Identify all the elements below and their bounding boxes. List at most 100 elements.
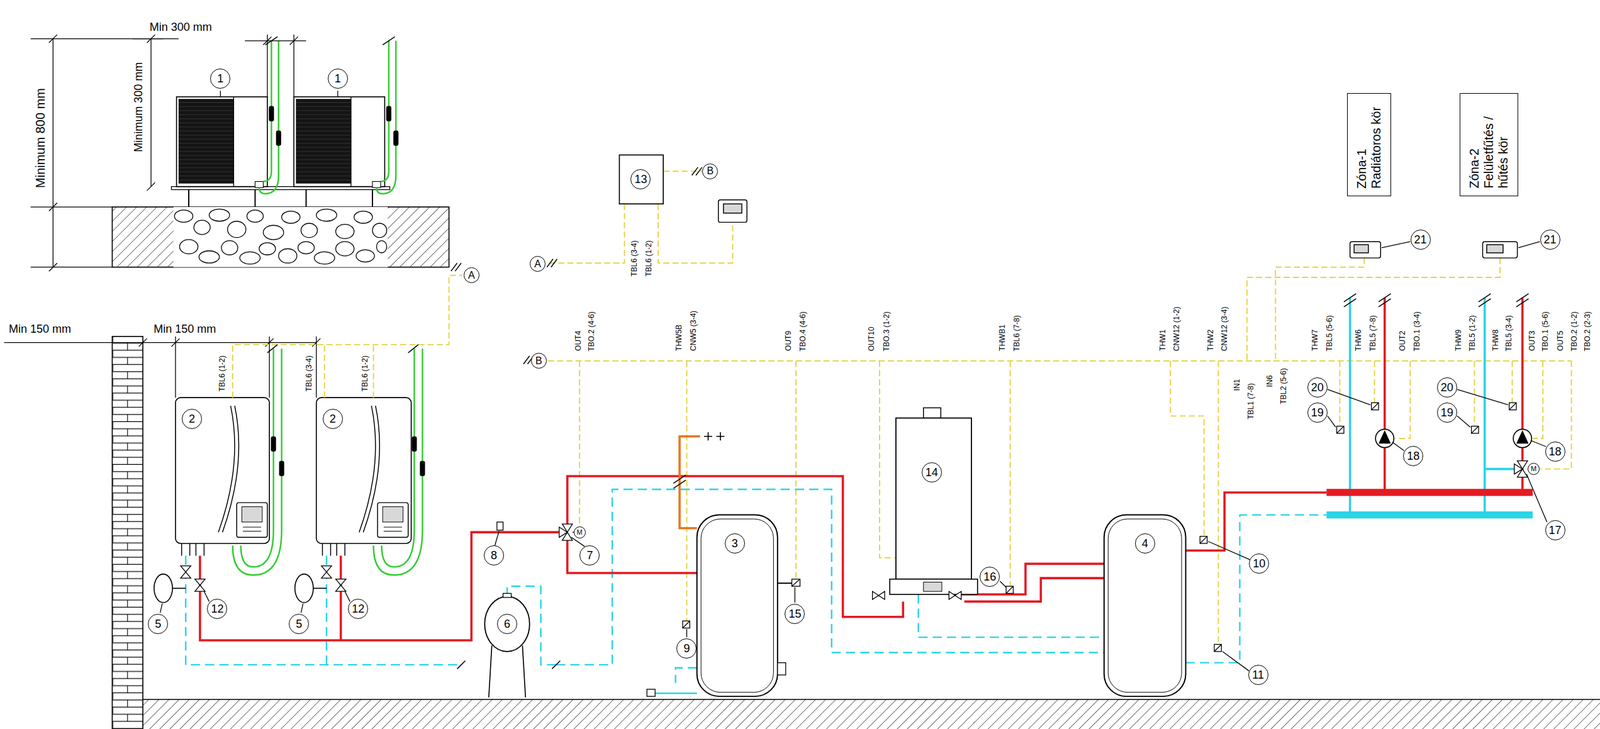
leader-line (203, 591, 350, 602)
leader-line (1381, 241, 1410, 248)
leader-line (495, 531, 499, 547)
room-thermostat (1353, 244, 1369, 253)
signal-wire (879, 361, 896, 559)
break-mark (673, 475, 686, 489)
signal-wire (232, 275, 463, 399)
signal-label: THW7 (1311, 329, 1321, 352)
pipe-insulation (411, 436, 417, 452)
temperature-sensor (1509, 402, 1517, 410)
indoor-unit (242, 527, 262, 532)
terminal-label: TBL5 (5-6) (1325, 314, 1334, 352)
callout-text: 2 (188, 413, 196, 425)
signal-label: THW8 (1491, 329, 1501, 352)
terminal-label: TBO.4 (4-6) (798, 310, 808, 352)
connection-marker: B (531, 352, 547, 369)
ground (111, 699, 1600, 701)
temperature-sensor (682, 620, 690, 628)
callout-text: 14 (925, 466, 939, 479)
dimension-text: Min 150 mm (8, 322, 72, 336)
indoor-unit (359, 405, 380, 533)
terminal-label: TBL2 (5-6) (1279, 367, 1288, 405)
return-pipe (1186, 515, 1327, 664)
callout-text: M (1530, 465, 1537, 473)
callout-text: A (534, 259, 542, 270)
signal-label: OUT10 (868, 326, 878, 353)
break-mark (1478, 293, 1491, 308)
callout-number: 1 (210, 68, 231, 89)
terminal-label: TBL6 (1-2) (218, 355, 228, 393)
signal-wire (1374, 361, 1376, 403)
outdoor-foundation (221, 240, 238, 256)
outdoor-unit (293, 96, 385, 187)
outdoor-unit (254, 181, 263, 189)
outdoor-foundation (111, 206, 449, 268)
callout-text: 13 (634, 173, 647, 185)
callout-text: 21 (1414, 234, 1427, 246)
callout-text: M (576, 529, 583, 537)
dimension-text: Min 150 mm (152, 322, 217, 336)
outdoor-foundation (316, 208, 337, 221)
terminal-label: TBO.1 (3-4) (1413, 310, 1422, 352)
callout-text: B (535, 356, 543, 367)
callout-text: 7 (586, 549, 593, 562)
signal-wire (686, 361, 688, 621)
leader-line (686, 629, 688, 638)
break-mark (1343, 293, 1356, 308)
return-pipe-zone (1326, 511, 1533, 519)
callout-number: 20 (1307, 377, 1328, 398)
indoor-unit (181, 543, 345, 556)
ground (142, 699, 1600, 729)
temperature-sensor (1199, 536, 1207, 544)
circulation-pump (1513, 429, 1532, 448)
signal-label: THW1 (1158, 329, 1168, 352)
terminal-label: TBO.2 (1-2) (1570, 310, 1580, 352)
dhw-tank (700, 519, 774, 693)
zone-box: Zóna-1 Radiátoros kör (1347, 93, 1392, 197)
outdoor-foundation (372, 223, 387, 238)
expansion-vessel (154, 574, 173, 603)
callout-text: 20 (1440, 381, 1454, 394)
flow-pipe (200, 532, 560, 641)
signal-label: OUT2 (1398, 330, 1408, 352)
signal-wire (1394, 361, 1410, 439)
callout-text: 10 (1252, 558, 1266, 570)
return-pipe (556, 489, 1105, 666)
dimension-line (49, 34, 58, 272)
terminal-label: TBL6 (3-4) (630, 240, 640, 278)
expansion-vessel (295, 574, 314, 603)
dhw-tank (646, 515, 792, 698)
flow-pipe (339, 555, 343, 641)
callout-number: 15 (784, 604, 805, 625)
terminal-label: TBL6 (7-8) (1012, 314, 1022, 352)
expansion-vessel (503, 593, 512, 598)
brick-wall (111, 336, 143, 729)
callout-text: 1 (217, 72, 224, 85)
terminal-label: CNW5 (3-4) (689, 310, 699, 352)
leader-line (1457, 415, 1471, 428)
valve-symbol (335, 579, 347, 592)
callout-text: B (706, 166, 714, 177)
circulation-pump (1378, 430, 1391, 444)
break-mark (457, 660, 561, 669)
pipe-insulation (386, 106, 392, 122)
valve-motor: M (1527, 463, 1540, 476)
leader-line (1327, 415, 1336, 428)
gas-boiler (889, 579, 978, 595)
zone-title: Zóna-2 Felületfűtés / hűtés kör (1466, 100, 1511, 189)
refrigerant-pipe (376, 40, 396, 194)
outdoor-foundation (300, 223, 318, 238)
callout-number: 19 (1437, 402, 1458, 423)
callout-number: 4 (1135, 533, 1156, 554)
callout-number: 16 (979, 566, 1000, 588)
valve-symbol (195, 579, 206, 592)
zone-box: Zóna-2 Felületfűtés / hűtés kör (1459, 93, 1519, 197)
callout-text: 6 (503, 618, 511, 630)
leader-line (1222, 651, 1249, 672)
valve-symbol (321, 566, 332, 579)
signal-wire (1217, 361, 1219, 645)
signal-label: THW9 (1454, 329, 1464, 352)
signal-wire (548, 360, 1572, 362)
outdoor-foundation (208, 208, 230, 221)
break-mark (265, 36, 396, 45)
circulation-pump (1375, 429, 1532, 448)
